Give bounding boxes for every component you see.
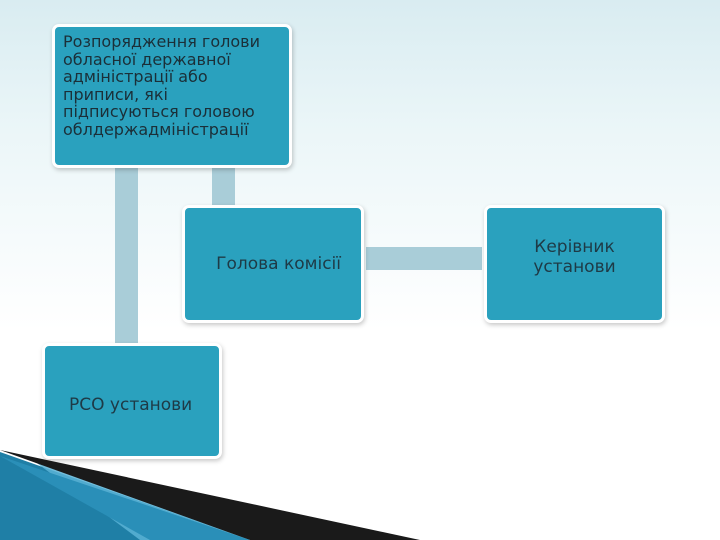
commission-chair-text: Голова комісії [216,254,341,274]
institution-head-box: Керівник установи [484,205,665,323]
order-box: Розпорядження голови обласної державної … [52,24,292,168]
connector-order-to-chair [212,168,235,206]
institution-head-text: Керівник установи [533,237,616,277]
connector-chair-to-head [366,247,482,270]
rso-text: РСО установи [69,395,193,415]
rso-box: РСО установи [42,343,222,459]
connector-order-to-rso [115,168,138,346]
commission-chair-box: Голова комісії [182,205,364,323]
order-box-text: Розпорядження голови обласної державної … [63,32,260,139]
